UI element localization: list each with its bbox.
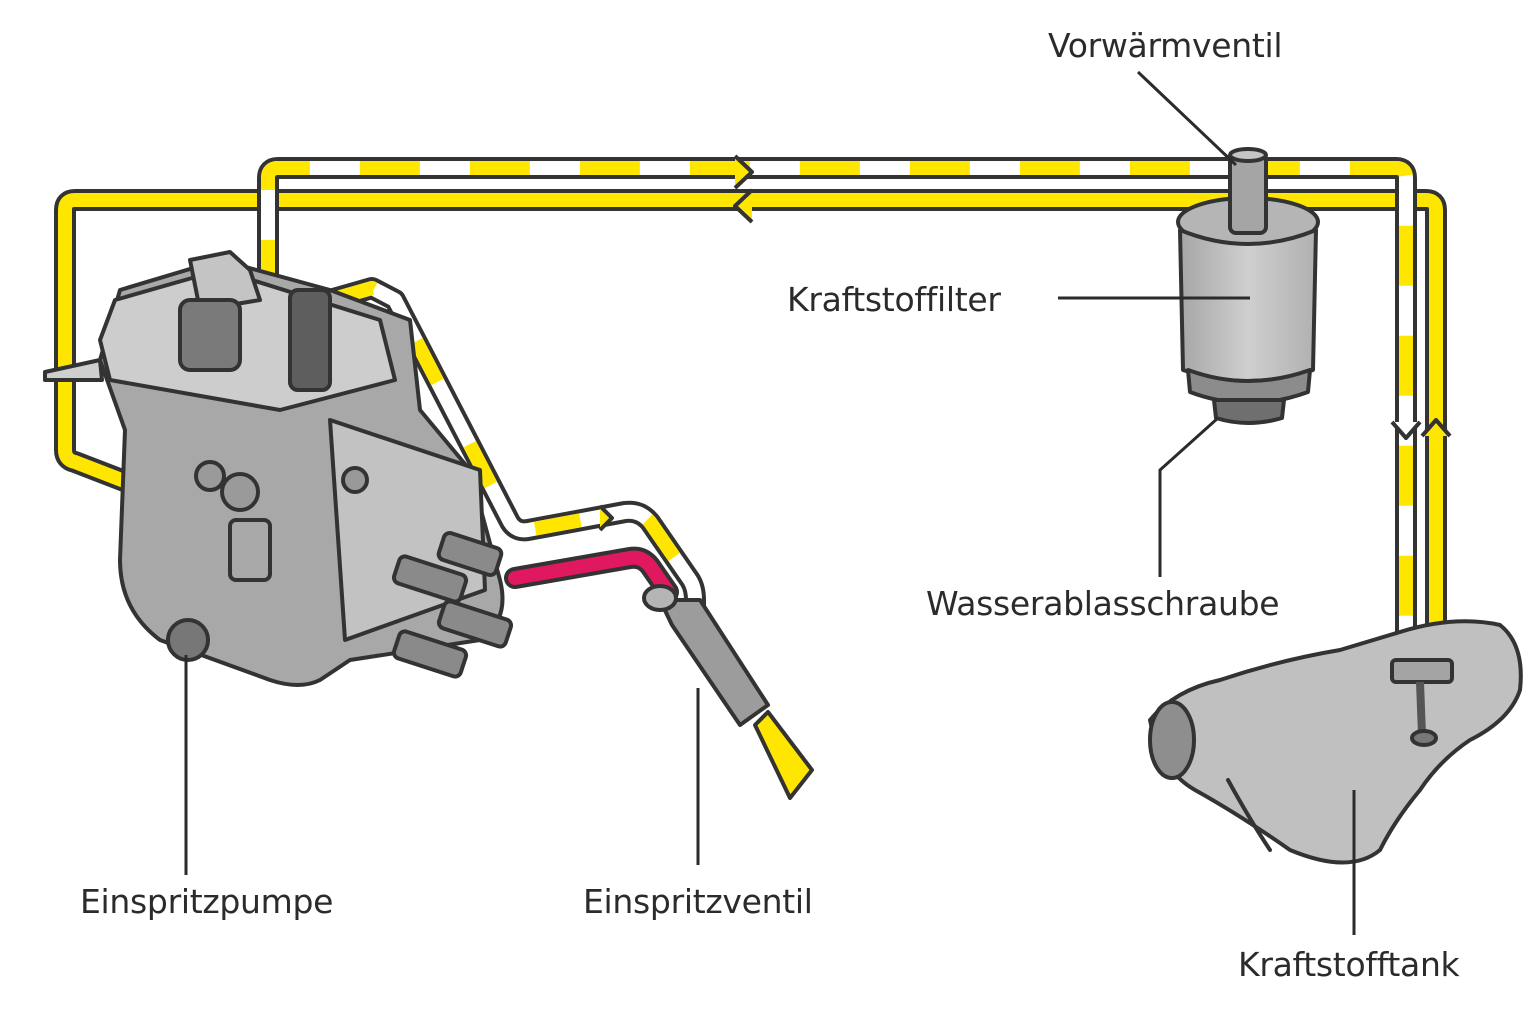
flow-arrow-up-icon xyxy=(1420,418,1452,438)
flow-arrow-right-icon xyxy=(598,504,614,532)
preheat-valve xyxy=(1228,147,1268,235)
label-fuel-filter: Kraftstoffilter xyxy=(787,280,1001,319)
fuel-filter xyxy=(1176,147,1320,425)
high-pressure-line xyxy=(504,546,679,603)
fuel-tank xyxy=(1148,619,1523,865)
label-preheat-valve: Vorwärmventil xyxy=(1048,26,1283,65)
label-fuel-tank: Kraftstofftank xyxy=(1238,945,1460,984)
injection-valve xyxy=(642,584,814,800)
injection-pump xyxy=(43,250,514,687)
flow-arrow-right-icon xyxy=(733,154,754,190)
supply-line xyxy=(54,189,1447,660)
flow-arrow-left-icon xyxy=(733,188,754,224)
label-injection-valve: Einspritzventil xyxy=(583,882,813,921)
label-injection-pump: Einspritzpumpe xyxy=(80,882,334,921)
leader-preheat-valve xyxy=(1136,70,1238,167)
leader-water-drain xyxy=(1158,416,1220,577)
flow-arrow-down-icon xyxy=(1390,420,1422,440)
label-water-drain-screw: Wasserablasschraube xyxy=(926,584,1280,623)
leak-off-line xyxy=(326,277,706,620)
